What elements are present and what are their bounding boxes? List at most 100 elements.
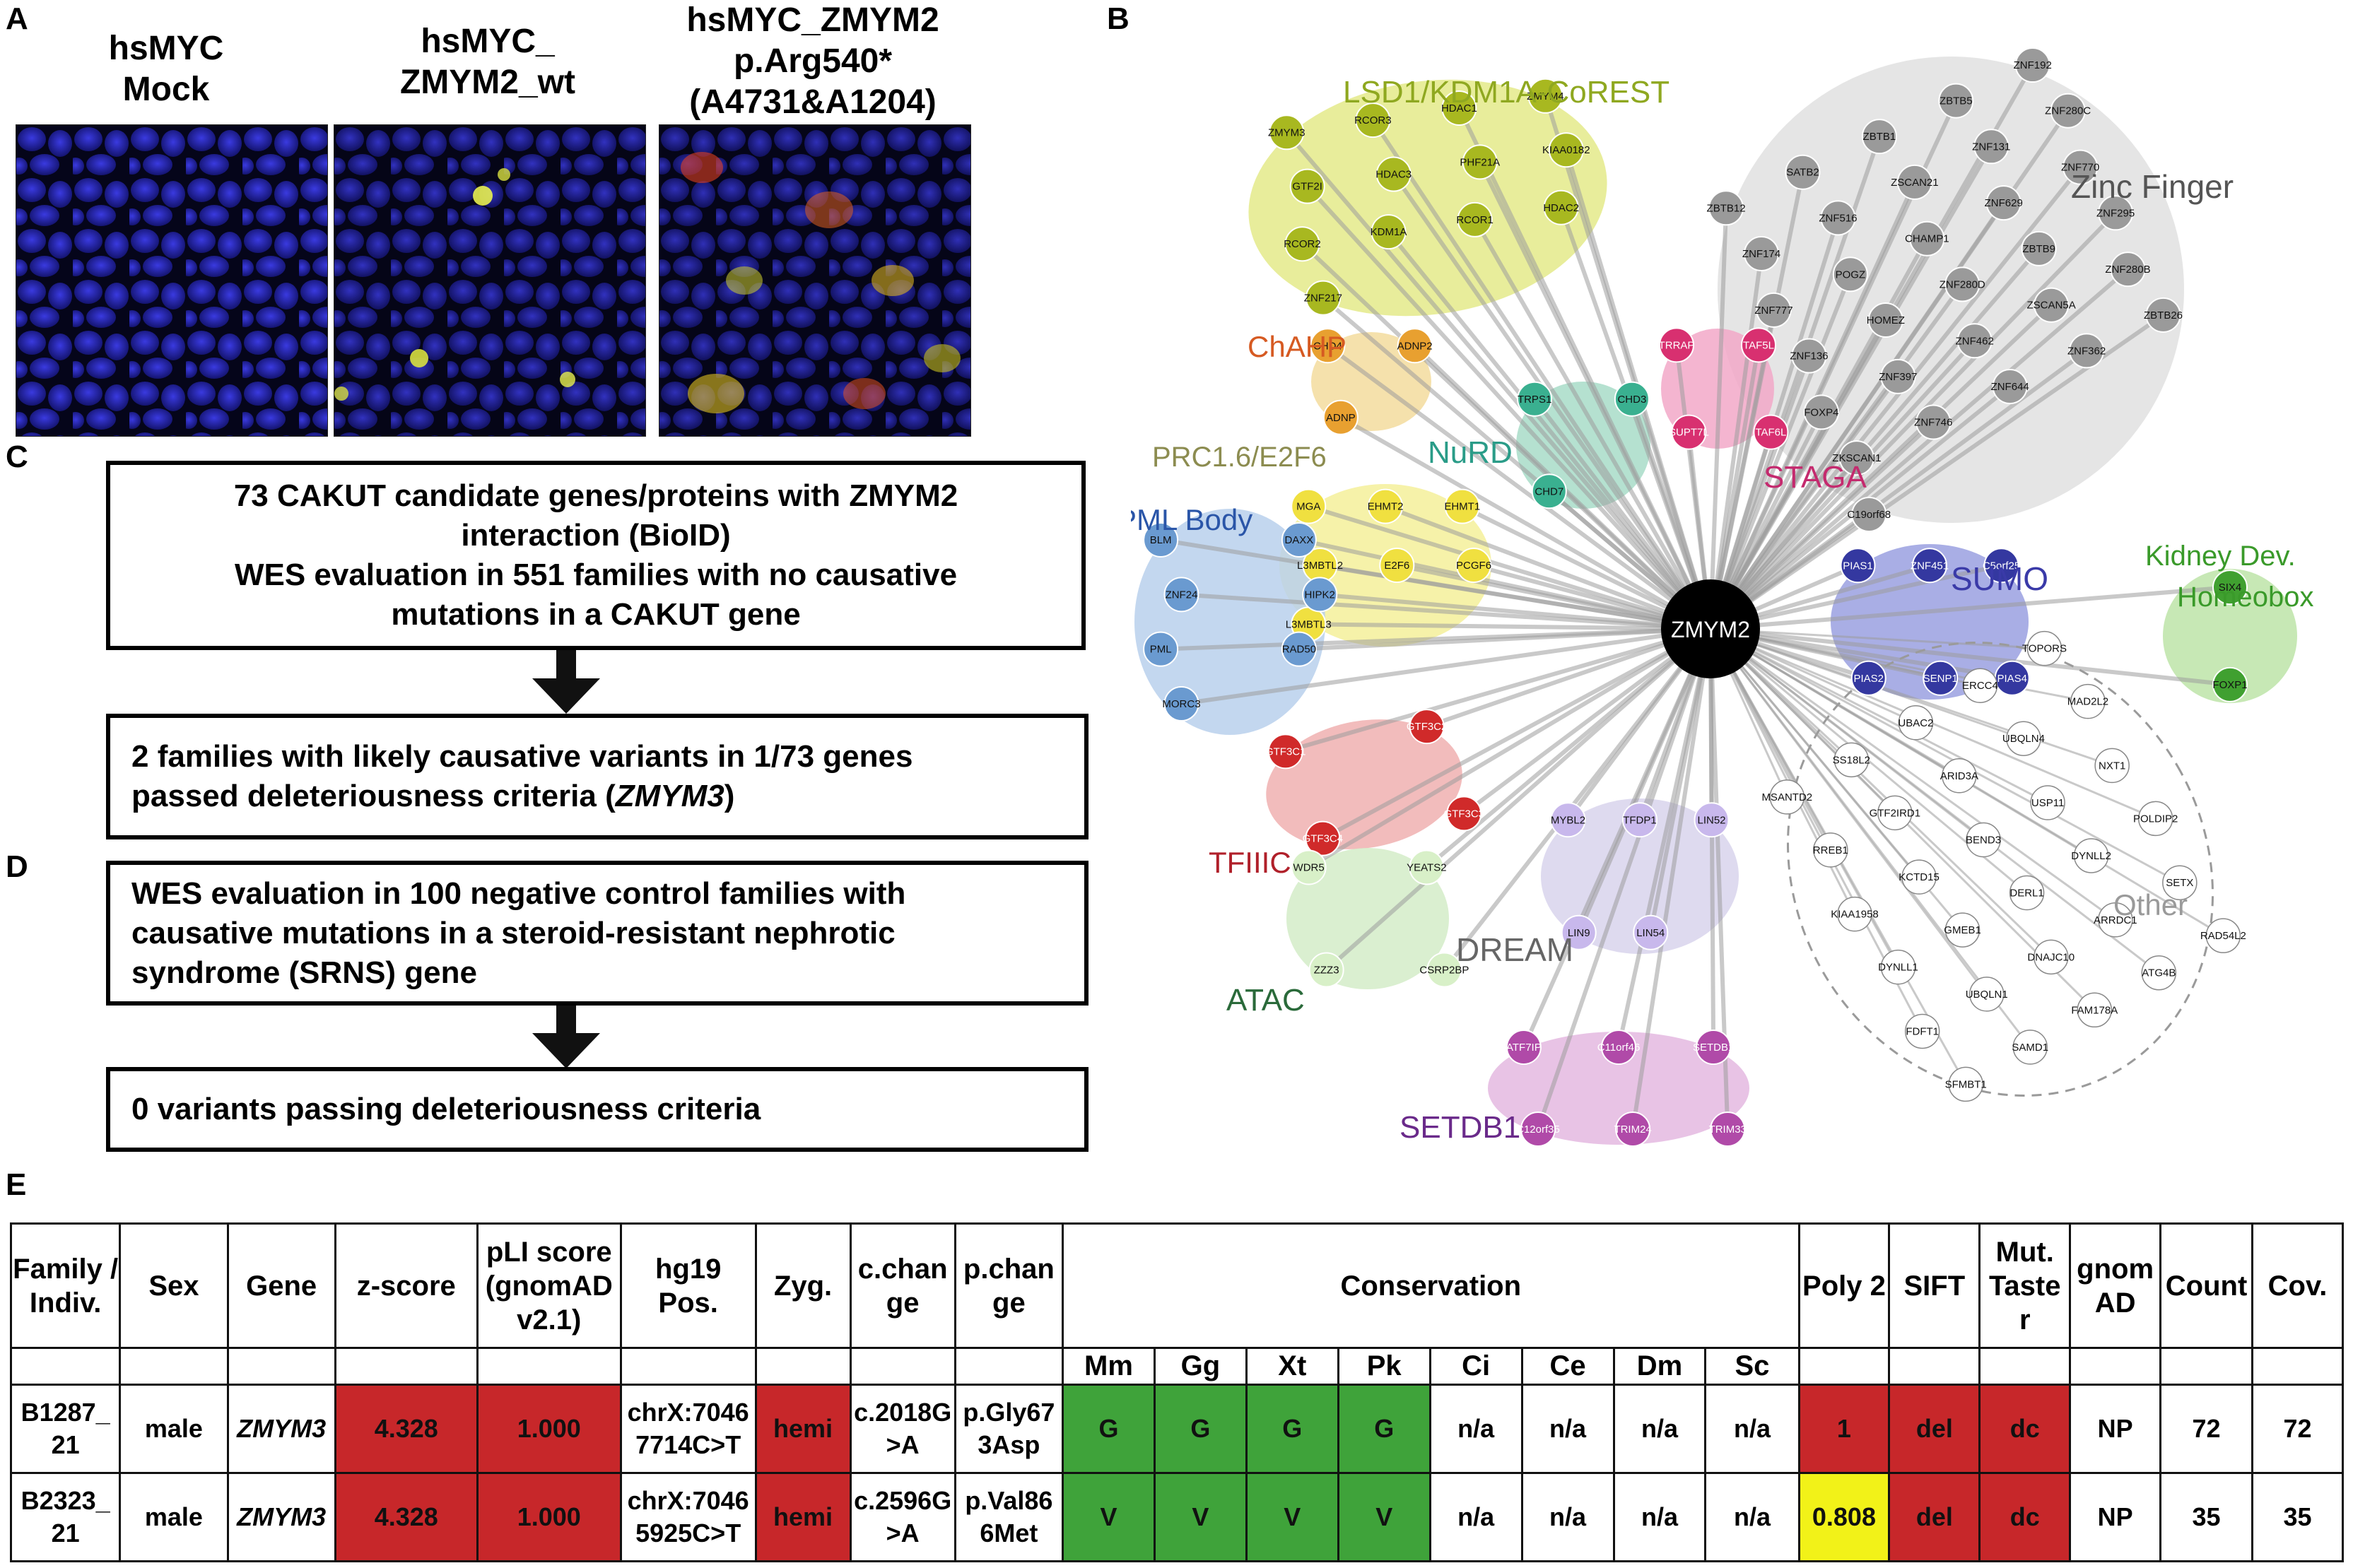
cluster-label: DREAM (1456, 931, 1573, 968)
protein-node (1956, 323, 1993, 359)
cluster-region (2163, 569, 2297, 703)
cell-cons-ci: n/a (1428, 1384, 1523, 1474)
flow-arrow-shaft-2 (556, 1006, 576, 1037)
protein-node-label: PCGF6 (1456, 560, 1491, 572)
cell-pli: 1.000 (476, 1472, 622, 1562)
protein-node-label: GMEB1 (1944, 924, 1981, 936)
protein-node-label: ADNP (1326, 412, 1356, 424)
flow-box-results: 2 families with likely causative variant… (106, 714, 1089, 839)
cluster-label: Other (2113, 888, 2188, 921)
protein-node (1615, 1112, 1651, 1147)
protein-node (1409, 709, 1445, 745)
interaction-edge (1708, 211, 2118, 631)
protein-node (1310, 328, 1346, 364)
cluster-label: LSD1/KDM1A-CoREST (1343, 75, 1670, 110)
interaction-edge (1708, 375, 1900, 630)
cluster-label: ChAHP (1248, 330, 1346, 363)
protein-node-label: USP11 (2031, 797, 2064, 809)
protein-node-label: HDAC1 (1441, 102, 1477, 114)
protein-node (1867, 302, 1903, 338)
protein-node (1901, 859, 1937, 895)
interaction-edge (1709, 267, 2130, 631)
interaction-edge (1708, 208, 1729, 630)
protein-node (1281, 631, 1317, 667)
protein-node (1909, 220, 1945, 257)
protein-node (1531, 473, 1567, 509)
protein-node-label: ZMYM3 (1268, 126, 1305, 138)
interaction-edge (1472, 218, 1713, 630)
panel-label-b: B (1107, 1, 1129, 36)
protein-node (1912, 548, 1947, 584)
protein-node (1838, 440, 1874, 476)
protein-node-label: SS18L2 (1833, 754, 1870, 766)
col-header-gnomad: gnom AD (2069, 1222, 2162, 1349)
protein-node-label: TRPS1 (1518, 394, 1551, 406)
interaction-network: ZMYM3RCOR3HDAC1ZMYM4GTF2IHDAC3PHF21AKIAA… (1131, 47, 2313, 1147)
protein-node (1938, 83, 1974, 119)
protein-node-label: HDAC2 (1543, 202, 1579, 214)
protein-node (1163, 686, 1199, 721)
micrograph-zmym2-mutant (659, 124, 971, 437)
protein-node-label: LIN9 (1568, 927, 1590, 939)
cluster-region (1134, 509, 1325, 735)
protein-node (1944, 912, 1981, 948)
protein-node (1898, 705, 1934, 741)
cell-zygosity: hemi (754, 1384, 852, 1474)
hub-node (1661, 579, 1760, 678)
protein-node (2006, 721, 2041, 756)
cluster-label: TFIIIC (1209, 846, 1291, 879)
protein-node (2110, 252, 2146, 288)
protein-node-label: ZNF280C (2045, 105, 2091, 117)
cell-gnomad: NP (2069, 1384, 2162, 1474)
protein-node (1880, 949, 1916, 985)
col-header-polyphen: Poly 2 (1797, 1222, 1891, 1349)
protein-node (1973, 129, 2009, 165)
protein-node-label: SATB2 (1786, 167, 1819, 179)
protein-node (2137, 801, 2173, 837)
protein-node (1840, 548, 1876, 584)
protein-node (1769, 779, 1805, 815)
protein-node-label: CHD4 (1313, 340, 1342, 352)
protein-node (2034, 287, 2070, 323)
interaction-edge (1708, 420, 1935, 631)
cell-zygosity: hemi (754, 1472, 852, 1562)
protein-node-label: PIAS2 (1853, 673, 1884, 685)
interaction-edge (1160, 538, 1711, 631)
protein-node (1457, 201, 1493, 237)
protein-node-label: FOXP4 (1804, 406, 1838, 418)
flow-box-zero-variants: 0 variants passing deleteriousness crite… (106, 1067, 1089, 1152)
table-row: B1287_ 21 male ZMYM3 4.328 1.000 chrX:70… (9, 1384, 2345, 1474)
protein-node (1143, 631, 1179, 667)
protein-node-label: RAD54L2 (2200, 930, 2246, 942)
cell-pchange: p.Gly67 3Asp (953, 1384, 1064, 1474)
protein-node-label: YEATS2 (1407, 862, 1446, 874)
protein-node (1548, 132, 1584, 168)
protein-node (1409, 849, 1445, 885)
protein-node-label: CHAMP1 (1905, 233, 1949, 245)
protein-node (1305, 280, 1341, 316)
species-dm: Dm (1612, 1347, 1707, 1386)
col-header-coverage: Cov. (2251, 1222, 2345, 1349)
protein-node (1833, 742, 1870, 778)
species-mm: Mm (1061, 1347, 1156, 1386)
protein-node (1368, 488, 1403, 524)
interaction-edge (1478, 161, 1713, 630)
protein-node-label: C11orf46 (1597, 1042, 1641, 1054)
cluster-region (1488, 1032, 1749, 1145)
protein-node-label: ERCC4 (1962, 680, 1998, 692)
col-header-pli: pLI score (gnomAD v2.1) (476, 1222, 622, 1349)
interaction-edge (1321, 627, 1712, 841)
protein-node-label: ZNF136 (1790, 350, 1828, 362)
protein-node-label: ZNF462 (1956, 335, 1994, 347)
cluster-label: PML Body (1131, 503, 1252, 536)
protein-node-label: DERL1 (2009, 888, 2043, 900)
protein-node-label: ZNF451 (1911, 560, 1949, 572)
protein-node-label: ZNF516 (1819, 212, 1857, 224)
protein-node (1948, 1066, 1983, 1102)
protein-node (1517, 381, 1553, 417)
protein-node-label: BLM (1150, 534, 1172, 546)
cell-cons-mm: V (1061, 1472, 1156, 1562)
protein-node-label: TRIM24 (1614, 1124, 1651, 1136)
protein-node-label: ZSCAN21 (1891, 177, 1939, 189)
